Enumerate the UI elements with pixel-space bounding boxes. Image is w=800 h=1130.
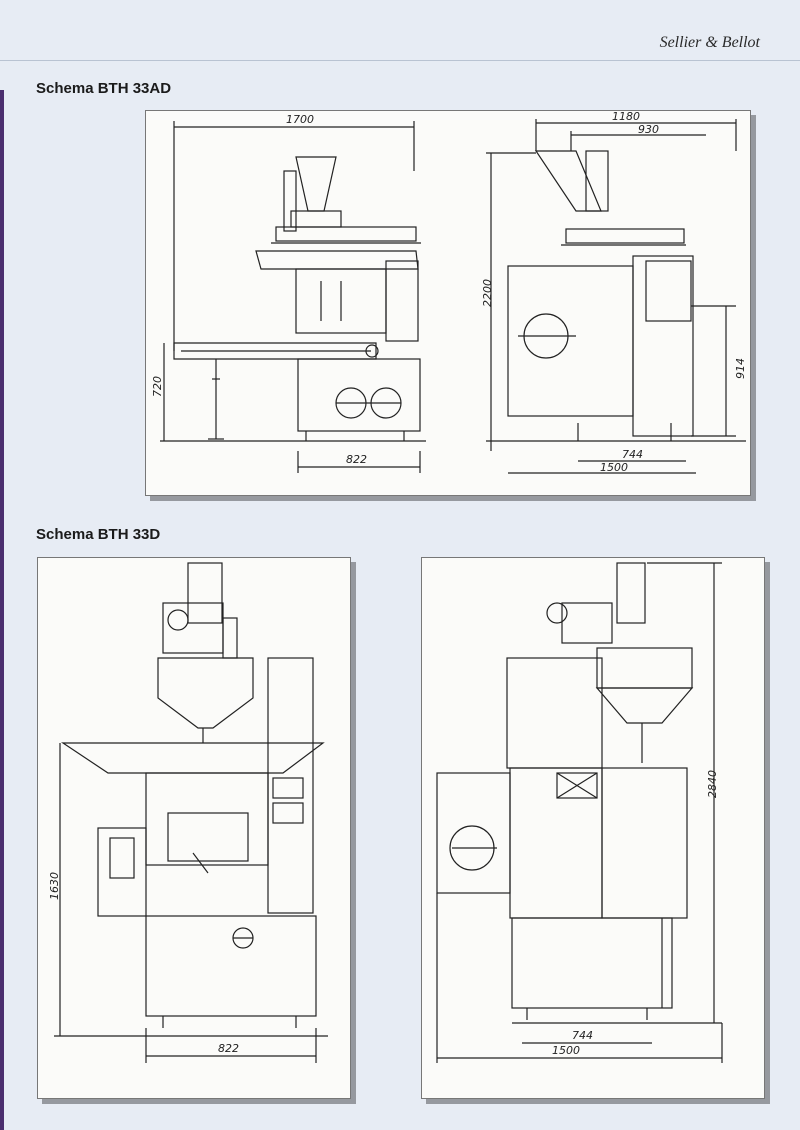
schematic-bth-33d-front: 1630 822 [48, 562, 328, 1063]
dim-top-outer-1180: 1180 [612, 111, 640, 123]
dim-base-744: 744 [622, 448, 643, 461]
dim-base-1500: 1500 [552, 1044, 580, 1057]
dim-base-822: 822 [346, 453, 367, 466]
left-edge-bar [0, 90, 4, 1130]
drawing-sheet-bth-33ad: 1700 720 822 [145, 110, 751, 496]
dim-base-1500: 1500 [600, 461, 628, 474]
side-view-bth-33d [436, 562, 723, 1063]
dim-height-2840: 2840 [706, 770, 719, 798]
schematic-bth-33ad: 1700 720 822 [151, 111, 747, 474]
section-title-bth-33d: Schema BTH 33D [36, 526, 161, 543]
section-title-bth-33ad: Schema BTH 33AD [36, 80, 172, 97]
dim-height-914: 914 [734, 358, 747, 379]
header-rule [0, 60, 800, 61]
brand-logo: Sellier & Bellot [659, 34, 760, 51]
dim-top-inner-930: 930 [638, 123, 659, 136]
drawing-sheet-bth-33d-front: 1630 822 [37, 557, 351, 1099]
drawing-sheet-bth-33d-side: 2840 744 1500 [421, 557, 765, 1099]
schematic-bth-33d-side: 2840 744 1500 [436, 562, 723, 1063]
dim-width-1700: 1700 [286, 113, 314, 126]
dim-base-822: 822 [218, 1042, 239, 1055]
dim-base-744: 744 [572, 1029, 593, 1042]
front-view-bth-33ad [160, 121, 426, 473]
dim-height-720: 720 [151, 376, 164, 397]
dim-height-1630: 1630 [48, 872, 61, 900]
side-view-bth-33ad [486, 119, 746, 474]
dim-height-2200: 2200 [481, 279, 494, 307]
front-view-bth-33d [54, 562, 328, 1063]
